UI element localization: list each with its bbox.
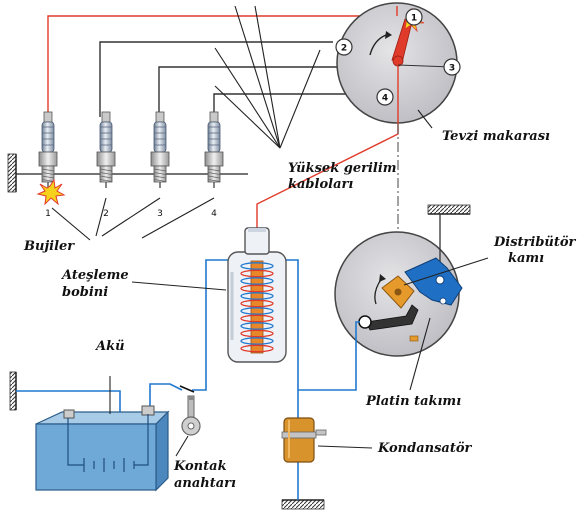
coil-turn [240,329,274,338]
cam-pointer-line [403,257,489,286]
plug-number: 3 [157,209,163,219]
plug1-cable [47,15,398,117]
label-ignition-switch-1: Kontak [173,459,227,474]
coil-turn [240,322,274,330]
rotor-terminal-4: 4 [376,88,394,106]
coil-turn [240,277,274,285]
cable-pointer-lines [214,5,321,149]
coil-turn [240,344,274,353]
label-distributor-cam-1: Distribütör [493,235,577,250]
coil-windings [240,262,274,353]
spark-plug-2: 2 [96,111,116,219]
coil-turn [240,292,274,300]
battery [35,405,170,492]
label-ignition-coil-1: Ateşleme [60,268,129,283]
label-distributor-cap: Tevzi makarası [442,129,550,144]
coil-turn [240,307,274,315]
label-high-voltage-2: kabloları [288,177,353,192]
ignition-coil [227,227,287,363]
coil-turn [240,337,274,345]
spark-plugs: 1 2 3 4 [38,111,224,219]
label-condenser: Kondansatör [377,441,473,456]
condenser [281,417,327,463]
label-battery: Akü [94,339,125,354]
label-spark-plugs: Bujiler [23,239,75,254]
spark-plug-3: 3 [150,111,170,219]
rotor-terminal-1: 1 [405,8,423,26]
svg-text:4: 4 [382,94,388,104]
coil-turn [240,299,274,308]
label-distributor-cam-2: kamı [508,251,544,266]
switch-contact [179,385,195,393]
label-breaker-points: Platin takımı [365,394,461,409]
spark-icon [36,178,66,206]
svg-text:2: 2 [341,44,347,54]
condenser-pointer-line [317,445,373,449]
plug-pointer-lines [51,197,215,241]
coil-pointer-line [131,281,227,291]
distributor-cap: 1 2 3 4 [335,2,461,124]
spark-plug-1: 1 [38,111,58,219]
plug-number: 1 [45,209,51,219]
coil-hv-wire [256,66,399,228]
coil-turn [240,314,274,323]
coil-turn [240,284,274,293]
plug-number: 2 [103,209,109,219]
label-ignition-coil-2: bobini [62,285,108,300]
cap-pointer-line [417,109,433,129]
rotor-terminal-2: 2 [335,38,353,56]
coil-turn [240,262,274,270]
label-ignition-switch-2: anahtarı [174,476,236,491]
breaker-pointer-line [409,317,431,391]
coil-turn [240,269,274,278]
spark-plug-4: 4 [204,111,224,219]
rotor-terminal-3: 3 [443,58,461,76]
key-pointer-line [175,435,189,457]
ground-symbols [7,153,471,510]
key-icon [181,395,201,436]
label-high-voltage-1: Yüksek gerilim [288,161,397,176]
svg-text:3: 3 [449,64,455,74]
breaker-assembly [334,214,463,357]
svg-text:1: 1 [411,14,417,24]
plug-number: 4 [211,209,217,219]
